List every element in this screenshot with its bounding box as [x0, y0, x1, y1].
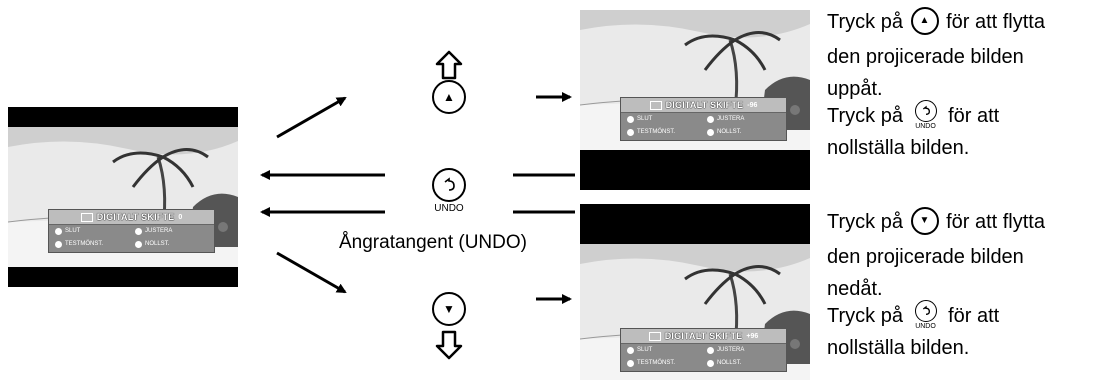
instr-down-line1-after: för att flytta: [946, 211, 1045, 233]
osd-title: DIGITALT SKIFTE: [96, 212, 175, 222]
inline-down-button-icon: ▼: [910, 206, 939, 235]
bottom-projected-screen: DIGITALT SKIFTE +96 SLUT JUSTERA TESTMÖN…: [580, 204, 810, 380]
top-projected-screen: DIGITALT SKIFTE -96 SLUT JUSTERA TESTMÖN…: [580, 10, 810, 190]
osd-adjust-label: JUSTERA: [717, 116, 745, 122]
hollow-up-arrow-icon: [435, 50, 463, 80]
digital-shift-icon: [648, 331, 661, 341]
reset-icon: [135, 240, 142, 248]
exit-icon: [55, 227, 62, 235]
undo-key-label: Ångratangent (UNDO): [339, 232, 527, 253]
adjust-icon: [707, 346, 714, 354]
digital-shift-icon: [649, 100, 662, 110]
adjust-icon: [707, 115, 714, 123]
arrow-diagonal-up: [276, 96, 347, 139]
instr-down-line4-before: Tryck på: [827, 305, 903, 327]
undo-button[interactable]: [432, 168, 466, 202]
osd-test-label: TESTMÖNST.: [637, 360, 676, 366]
undo-button-caption: UNDO: [434, 203, 464, 214]
osd-menu: DIGITALT SKIFTE 0 SLUT JUSTERA TESTMÖNST…: [48, 209, 215, 253]
hollow-down-arrow-icon: [435, 330, 463, 360]
instr-down-line2: den projicerade bilden: [827, 246, 1024, 268]
instr-down-line4-after: för att: [948, 305, 1000, 327]
reset-icon: [707, 128, 714, 136]
reset-icon: [707, 359, 714, 367]
test-pattern-icon: [627, 128, 634, 136]
inline-up-button-icon: ▲: [910, 6, 939, 35]
inline-undo-button-icon: [914, 299, 937, 322]
osd-adjust-label: JUSTERA: [145, 228, 173, 234]
adjust-icon: [135, 227, 142, 235]
arrow-diagonal-down: [276, 251, 347, 294]
instr-up-line2: den projicerade bilden: [827, 46, 1024, 68]
osd-reset-label: NOLLST.: [145, 241, 170, 247]
digital-shift-icon: [80, 212, 93, 222]
instr-up-line1-before: Tryck på: [827, 11, 903, 33]
instr-down-line1-before: Tryck på: [827, 211, 903, 233]
osd-exit-label: SLUT: [637, 347, 653, 353]
test-pattern-icon: [55, 240, 62, 248]
osd-value: -96: [747, 101, 758, 109]
exit-icon: [627, 115, 634, 123]
triangle-down-icon: ▼: [443, 302, 455, 316]
osd-value: +96: [746, 332, 759, 340]
instr-down-line3: nedåt.: [827, 278, 883, 300]
osd-adjust-label: JUSTERA: [717, 347, 745, 353]
down-button[interactable]: ▼: [432, 292, 466, 326]
left-projected-screen: DIGITALT SKIFTE 0 SLUT JUSTERA TESTMÖNST…: [8, 107, 238, 287]
osd-reset-label: NOLLST.: [717, 360, 742, 366]
inline-undo-caption: UNDO: [915, 122, 936, 130]
osd-test-label: TESTMÖNST.: [65, 241, 104, 247]
instr-up-line4-before: Tryck på: [827, 105, 903, 127]
osd-exit-label: SLUT: [65, 228, 81, 234]
osd-menu: DIGITALT SKIFTE +96 SLUT JUSTERA TESTMÖN…: [620, 328, 787, 372]
exit-icon: [627, 346, 634, 354]
undo-icon: [444, 177, 455, 191]
osd-title: DIGITALT SKIFTE: [665, 100, 744, 110]
up-button[interactable]: ▲: [432, 80, 466, 114]
instr-up-line1-after: för att flytta: [946, 11, 1045, 33]
inline-undo-caption: UNDO: [915, 322, 936, 330]
osd-reset-label: NOLLST.: [717, 129, 742, 135]
test-pattern-icon: [627, 359, 634, 367]
osd-test-label: TESTMÖNST.: [637, 129, 676, 135]
instr-up-line4-after: för att: [948, 105, 1000, 127]
instr-up-line5: nollställa bilden.: [827, 137, 970, 159]
instr-down-line5: nollställa bilden.: [827, 337, 970, 359]
triangle-up-icon: ▲: [443, 90, 455, 104]
osd-value: 0: [178, 213, 183, 221]
osd-title: DIGITALT SKIFTE: [664, 331, 743, 341]
instr-up-line3: uppåt.: [827, 78, 883, 100]
inline-undo-button-icon: [914, 99, 937, 122]
osd-exit-label: SLUT: [637, 116, 653, 122]
osd-menu: DIGITALT SKIFTE -96 SLUT JUSTERA TESTMÖN…: [620, 97, 787, 141]
